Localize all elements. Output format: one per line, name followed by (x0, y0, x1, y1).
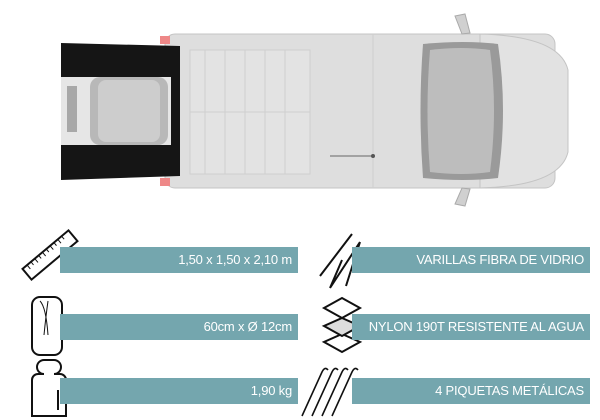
van-body (160, 13, 569, 207)
packed-size-bar: 60cm x Ø 12cm (60, 314, 298, 340)
poles-icon (319, 233, 361, 289)
fabric-layers-icon (321, 296, 363, 354)
stakes-icon (301, 367, 359, 417)
tent (61, 43, 180, 180)
van-with-tent-top-view (61, 13, 569, 207)
dimensions-bar: 1,50 x 1,50 x 2,10 m (60, 247, 298, 273)
ruler-icon (21, 228, 79, 282)
fabric-bar: NYLON 190T RESISTENTE AL AGUA (352, 314, 590, 340)
weight-icon (31, 359, 67, 417)
weight-bar: 1,90 kg (60, 378, 298, 404)
poles-bar: VARILLAS FIBRA DE VIDRIO (352, 247, 590, 273)
stakes-bar: 4 PIQUETAS METÁLICAS (352, 378, 590, 404)
